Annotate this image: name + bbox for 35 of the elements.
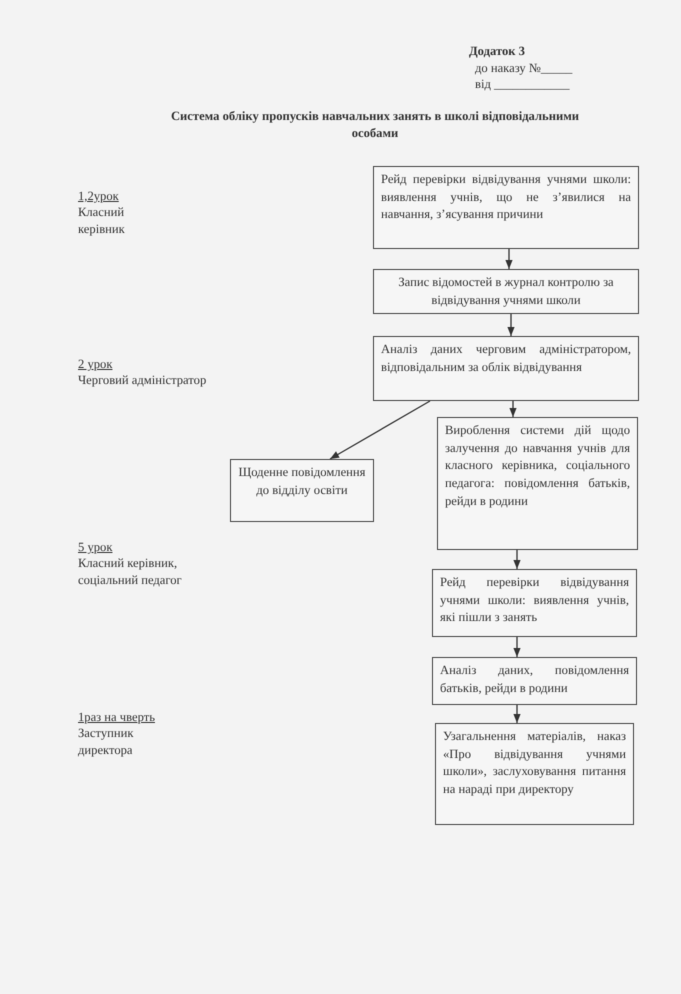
arrow (509, 401, 517, 417)
note-text: Класний керівник, соціальний педагог (78, 555, 183, 589)
arrow (330, 400, 430, 460)
time-label: 5 урок (78, 539, 114, 556)
arrow (507, 314, 515, 336)
process-box (373, 336, 639, 401)
process-box (373, 269, 639, 314)
box-text: Щоденне повідомлення до відділу освіти (238, 464, 366, 499)
box-text: Узагальнення матеріалів, наказ «Про відвідування учнями школи», заслуховування питання на нараді при директору (443, 728, 626, 798)
arrow (513, 550, 521, 569)
process-box (373, 166, 639, 249)
process-box (230, 459, 374, 522)
box-text: Аналіз даних черговим адміністратором, відповідальним за облік відвідування (381, 341, 631, 376)
note-text: Черговий адміністратор (78, 372, 208, 389)
arrow (513, 705, 521, 723)
arrow (513, 637, 521, 657)
note-text: від ____________ (475, 76, 571, 93)
box-text: Аналіз даних, повідомлення батьків, рейди в родини (440, 662, 629, 697)
time-label: 1раз на чверть (78, 709, 156, 726)
box-text: Рейд перевірки відвідування учнями школи: виявлення учнів, які пішли з занять (440, 574, 629, 626)
time-label: 2 урок (78, 356, 114, 373)
process-box (432, 657, 637, 705)
time-label: 1,2урок (78, 188, 120, 205)
title: Система обліку пропусків навчальних занять в школі відповідальними особами (170, 108, 580, 142)
process-box (435, 723, 634, 825)
note-text: до наказу №_____ (475, 60, 574, 77)
process-box (432, 569, 637, 637)
process-box (437, 417, 638, 550)
box-text: Вироблення системи дій щодо залучення до навчання учнів для класного керівника, соціального педагога: повідомлення батьків, рейди в родини (445, 422, 630, 510)
note-text: Заступник директора (78, 725, 134, 759)
appendix-heading: Додаток 3 (469, 43, 526, 60)
box-text: Рейд перевірки відвідування учнями школи: виявлення учнів, що не з’явилися на навчання, з’ясування причини (381, 171, 631, 224)
arrow (505, 249, 513, 269)
note-text: Класний керівник (78, 204, 126, 238)
box-text: Запис відомостей в журнал контролю за відвідування учнями школи (397, 274, 615, 309)
